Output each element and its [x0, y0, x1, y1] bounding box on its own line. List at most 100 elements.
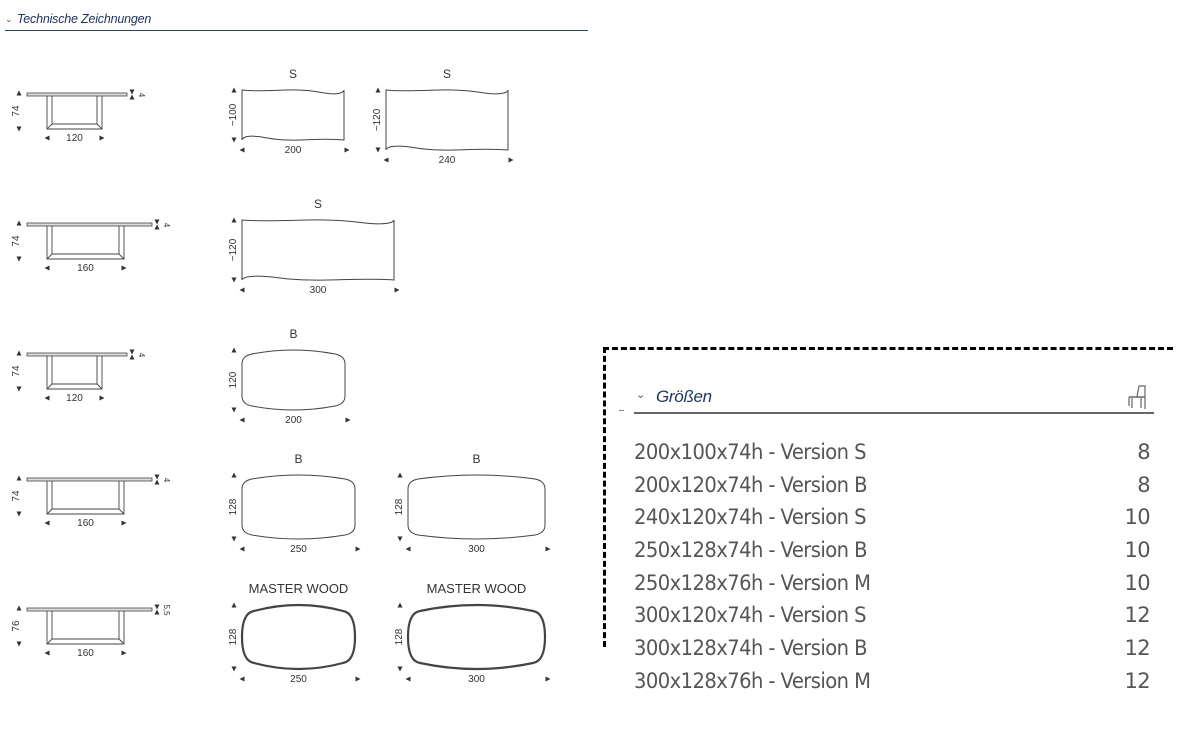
- depth-dimension: 128: [228, 498, 239, 515]
- chair-icon: [1126, 384, 1148, 415]
- thickness-dimension: 4: [137, 353, 146, 358]
- size-row: 300x128x76h - Version M 12: [634, 668, 1151, 702]
- depth-dimension: 128: [394, 628, 405, 645]
- table-top-outline: [241, 349, 346, 411]
- table-top: [26, 92, 128, 97]
- dimension-arrow: [239, 147, 245, 153]
- chevron-down-icon[interactable]: ⌄: [5, 14, 13, 24]
- technical-drawings: 741204S~100200S~120240741604S~1203007412…: [11, 67, 551, 685]
- dimension-arrow: [99, 395, 105, 401]
- dimension-arrow: [394, 287, 400, 293]
- size-label: 250x128x76h - Version M: [634, 570, 871, 595]
- sizes-header[interactable]: ⌄ Größen: [634, 384, 1154, 414]
- dimension-arrow: [405, 676, 411, 682]
- dimension-arrow: [129, 94, 135, 100]
- dimension-arrow: [16, 220, 22, 226]
- focus-highlight-box: [603, 347, 1173, 647]
- width-dimension: 120: [66, 393, 83, 404]
- height-dimension: 74: [11, 490, 22, 502]
- table-frame: [46, 96, 103, 130]
- dimension-arrow: [16, 511, 22, 517]
- table-top: [26, 222, 153, 227]
- size-label: 300x128x76h - Version M: [634, 668, 871, 693]
- depth-dimension: 128: [394, 498, 405, 515]
- width-dimension: 200: [285, 415, 302, 426]
- thickness-dimension: 5,5: [162, 604, 171, 616]
- height-dimension: 74: [11, 105, 22, 117]
- chevron-down-icon[interactable]: ⌄: [636, 389, 646, 401]
- size-label: 250x128x74h - Version B: [634, 538, 868, 563]
- dimension-arrow: [231, 277, 237, 283]
- table-top: [26, 352, 128, 357]
- seat-count: 12: [1124, 668, 1150, 693]
- dimension-arrow: [375, 87, 381, 93]
- dimension-arrow: [154, 604, 160, 610]
- dimension-arrow: [16, 605, 22, 611]
- dimension-arrow: [239, 546, 245, 552]
- size-label: 200x120x74h - Version B: [634, 472, 868, 497]
- dimension-arrow: [44, 650, 50, 656]
- decorative-dash: [619, 410, 624, 411]
- version-label: B: [289, 327, 297, 341]
- height-dimension: 74: [11, 365, 22, 377]
- dimension-arrow: [129, 89, 135, 95]
- dimension-arrow: [44, 135, 50, 141]
- width-dimension: 250: [290, 674, 307, 685]
- depth-dimension: ~120: [228, 238, 239, 261]
- dimension-arrow: [121, 650, 127, 656]
- table-top-outline: [406, 603, 547, 671]
- table-top-outline: [241, 604, 356, 670]
- dimension-arrow: [397, 666, 403, 672]
- dimension-arrow: [344, 147, 350, 153]
- seat-count: 8: [1137, 472, 1150, 497]
- depth-dimension: 128: [228, 628, 239, 645]
- seat-count: 12: [1124, 603, 1150, 628]
- dimension-arrow: [129, 349, 135, 355]
- dimension-arrow: [154, 219, 160, 225]
- dimension-arrow: [231, 87, 237, 93]
- dimension-arrow: [355, 676, 361, 682]
- dimension-arrow: [44, 265, 50, 271]
- height-dimension: 74: [11, 235, 22, 247]
- table-top: [26, 607, 153, 612]
- depth-dimension: ~120: [372, 108, 383, 131]
- table-top-outline: [241, 89, 345, 141]
- size-label: 200x100x74h - Version S: [634, 440, 867, 464]
- dimension-arrow: [231, 137, 237, 143]
- dimension-arrow: [231, 602, 237, 608]
- dimension-arrow: [545, 546, 551, 552]
- dimension-arrow: [231, 472, 237, 478]
- height-dimension: 76: [11, 620, 22, 632]
- sizes-title: Größen: [656, 387, 712, 406]
- thickness-dimension: 4: [162, 223, 171, 228]
- version-label: B: [472, 452, 480, 466]
- dimension-arrow: [154, 609, 160, 615]
- dimension-arrow: [16, 256, 22, 262]
- thickness-dimension: 4: [137, 93, 146, 98]
- width-dimension: 240: [439, 155, 456, 166]
- width-dimension: 250: [290, 544, 307, 555]
- dimension-arrow: [44, 520, 50, 526]
- dimension-arrow: [154, 474, 160, 480]
- seat-count: 12: [1124, 636, 1150, 661]
- technical-drawings-header[interactable]: ⌄ Technische Zeichnungen: [5, 12, 588, 31]
- width-dimension: 160: [77, 518, 94, 529]
- dimension-arrow: [397, 472, 403, 478]
